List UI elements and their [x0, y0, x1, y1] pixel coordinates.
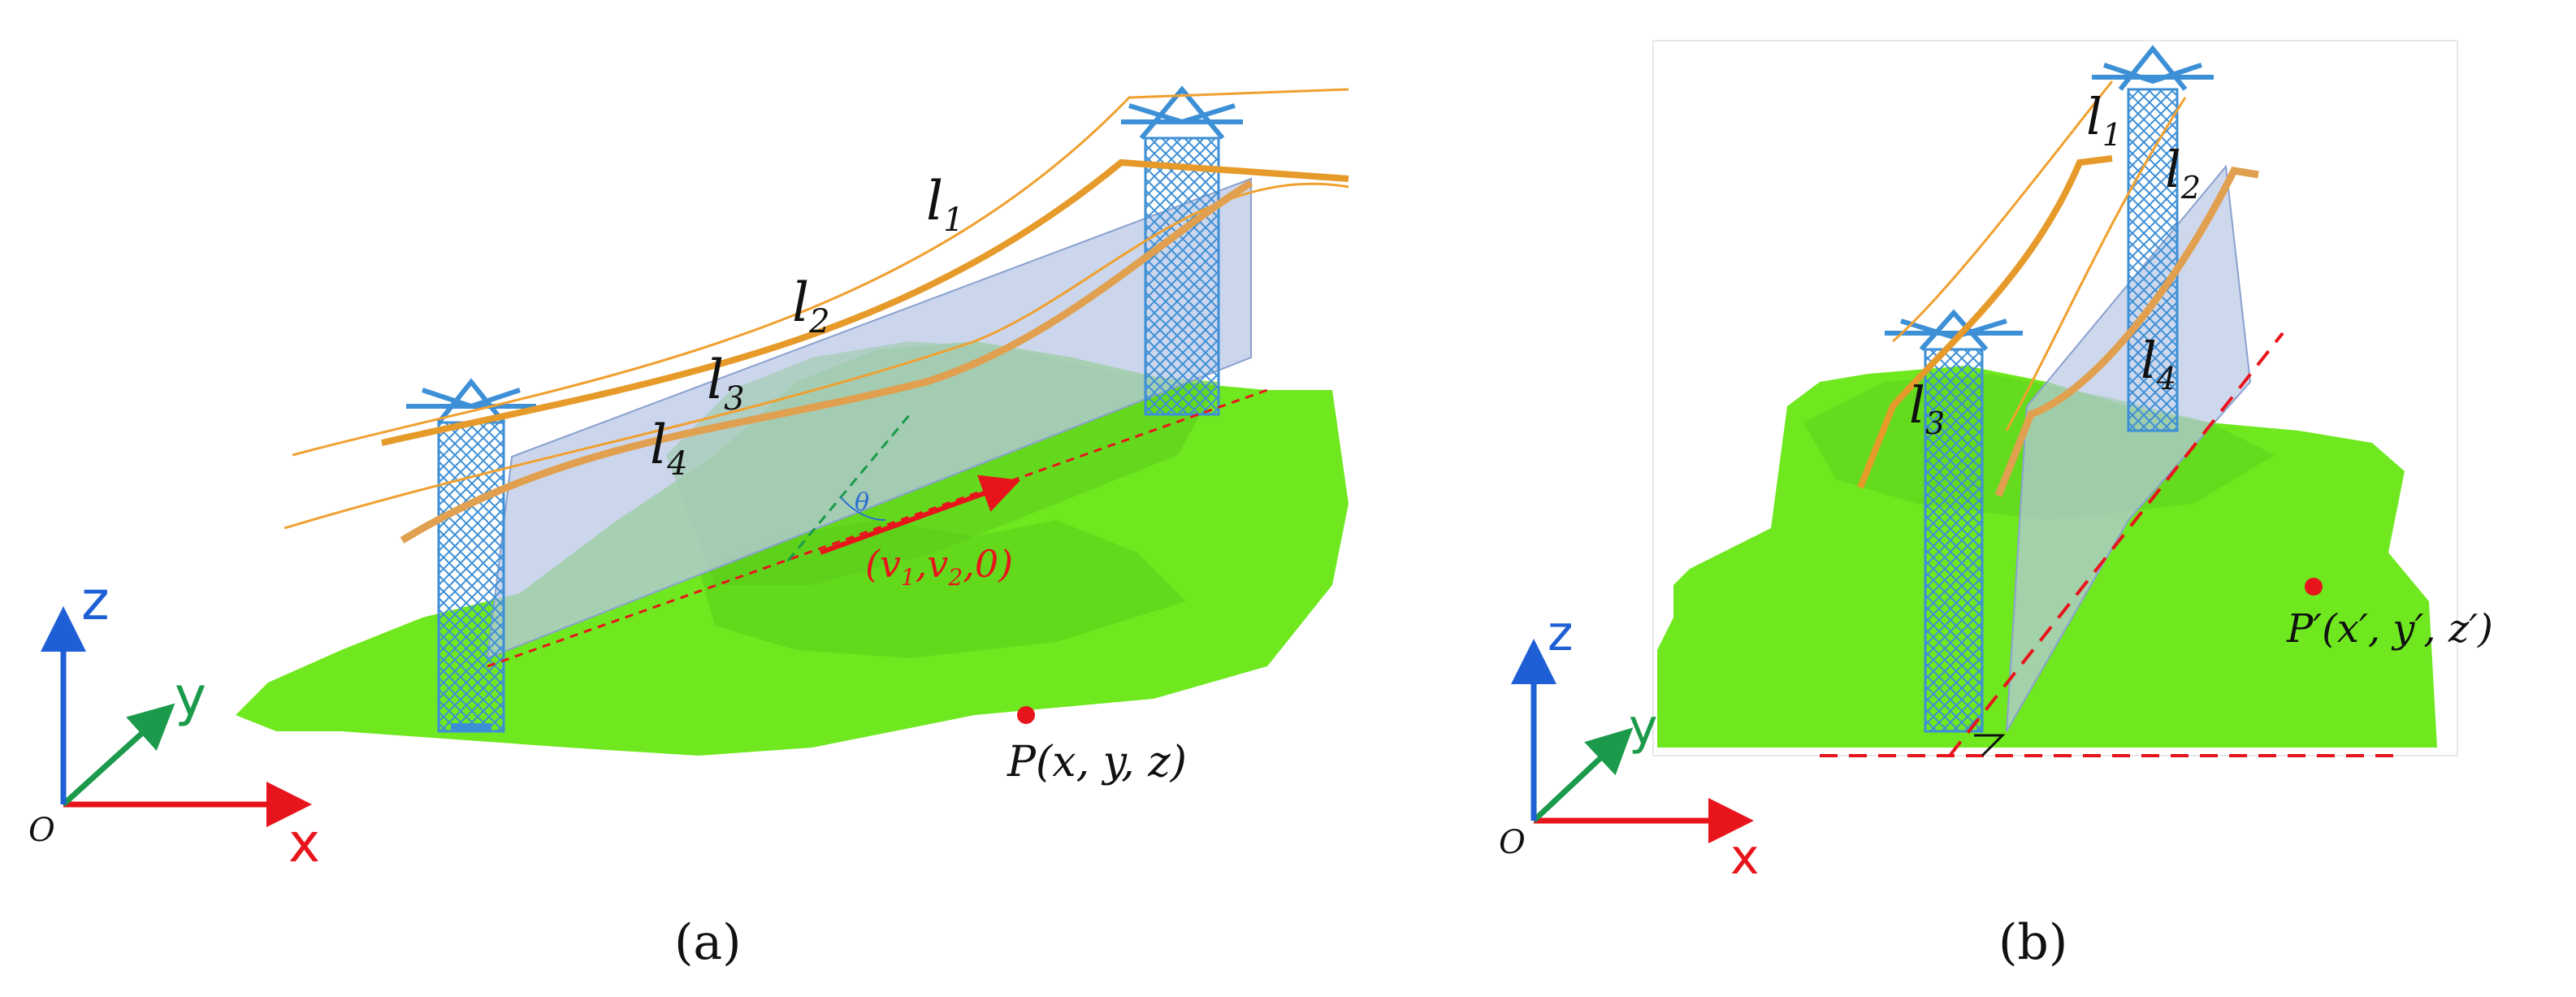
theta-label: θ [855, 488, 869, 517]
power-lines-a [284, 88, 1349, 544]
point-p-prime [2305, 578, 2323, 596]
wire-label-l1-b: l1 [2086, 87, 2122, 153]
vector-label: (v1,v2,0) [865, 542, 1013, 591]
ground-direction-line-b [1948, 332, 2284, 757]
wire-label-l2-a: l2 [792, 271, 830, 340]
panel-b: P′(x′, y′, z′) l1 l2 l3 l4 O x y z (b) [1499, 40, 2493, 971]
tower-right-a [1121, 85, 1243, 416]
wire-l1-b [1892, 80, 2114, 343]
caption-b: (b) [1998, 914, 2067, 971]
y-axis-a [61, 703, 175, 807]
caption-a: (a) [674, 914, 742, 971]
axes-b: O x y z [1499, 605, 1760, 886]
wire-label-l3-a: l3 [707, 349, 745, 418]
y-axis-label-b: y [1629, 699, 1658, 756]
panel-a: θ (v1,v2,0) P(x, y, z) l1 l2 l3 l4 O x y [28, 85, 1349, 971]
theta-arc [840, 496, 886, 521]
origin-label-b: O [1499, 824, 1526, 861]
ground-direction-line-a [487, 388, 1268, 668]
wire-l2-a [381, 158, 1349, 446]
axes-a: O x y z [28, 570, 320, 874]
wire-label-l4-a: l4 [650, 414, 688, 483]
x-axis-label-b: x [1730, 829, 1760, 886]
wire-label-l4-b: l4 [2141, 331, 2176, 397]
z-axis-label-a: z [81, 570, 110, 632]
wire-l4-b [1994, 167, 2259, 497]
x-axis-label-a: x [288, 812, 320, 874]
wire-l4-a [400, 180, 1253, 544]
power-lines-b [1857, 80, 2259, 497]
right-angle-mark [1974, 734, 2006, 757]
wire-label-l1-a: l1 [926, 170, 964, 239]
tower-left-b [1885, 309, 2023, 733]
y-axis-b [1531, 727, 1634, 823]
tower-center-b [2092, 45, 2214, 432]
origin-label-a: O [28, 812, 55, 849]
wire-label-l3-b: l3 [1909, 375, 1945, 441]
point-p [1017, 706, 1035, 724]
wire-label-l2-b: l2 [2165, 140, 2201, 206]
wire-l3-a [284, 182, 1349, 530]
wire-l2-b [2005, 97, 2187, 431]
y-axis-label-a: y [175, 665, 206, 728]
wire-l3-b [1857, 155, 2113, 489]
direction-vector-arrow [819, 475, 1021, 555]
wire-l1-a [292, 88, 1349, 457]
point-p-prime-label: P′(x′, y′, z′) [2286, 606, 2493, 652]
z-axis-label-b: z [1548, 605, 1574, 662]
point-p-label: P(x, y, z) [1007, 738, 1187, 787]
